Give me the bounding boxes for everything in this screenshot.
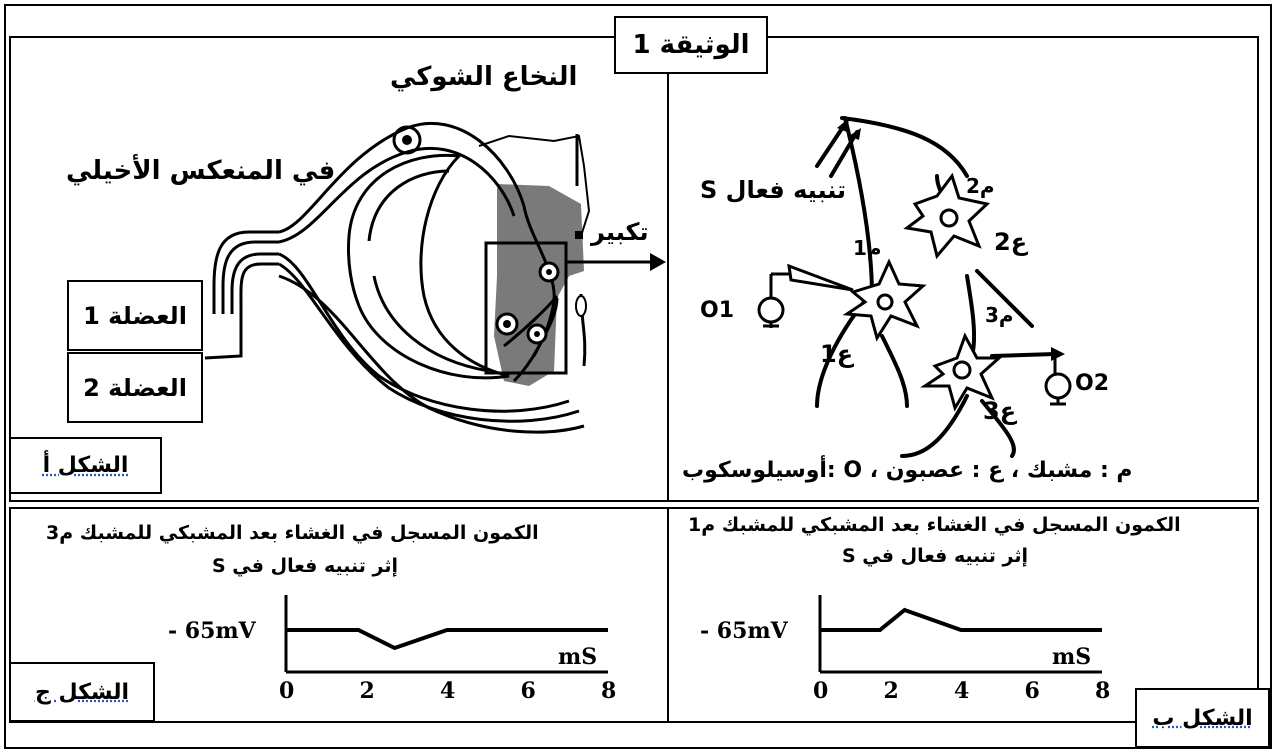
synapse-m3-label: م3 bbox=[985, 303, 1014, 327]
figure-b-title-line2: إثر تنبيه فعال في S bbox=[842, 545, 1028, 567]
figure-b-chart: - 65mV mS 0 2 4 6 8 bbox=[700, 595, 1110, 704]
chart-potential-line bbox=[820, 607, 1102, 632]
chart-x-tick-label: 8 bbox=[601, 678, 616, 704]
document-title: الوثيقة 1 bbox=[614, 16, 768, 74]
chart-x-tick-label: 8 bbox=[1095, 678, 1110, 704]
muscle-2-box: العضلة 2 bbox=[67, 352, 203, 423]
figure-b-label: الشكل ب bbox=[1135, 688, 1270, 748]
magnification-box bbox=[484, 241, 568, 375]
chart-x-tick-label: 0 bbox=[279, 678, 294, 704]
document-frame bbox=[4, 4, 1272, 749]
chart-x-unit: mS bbox=[558, 644, 597, 670]
neuron-2-label: ع2 bbox=[994, 228, 1028, 256]
oscilloscope-o1-label: O1 bbox=[700, 298, 735, 323]
chart-x-tick-label: 2 bbox=[884, 678, 899, 704]
oscilloscope-o2 bbox=[1044, 354, 1072, 406]
oscilloscope-o2-label: O2 bbox=[1075, 371, 1110, 396]
neuron-3-label: ع3 bbox=[983, 397, 1017, 425]
magnify-arrow-head bbox=[650, 253, 666, 271]
legend: م : مشبك ، ع : عصبون ، O :أوسيلوسكوب bbox=[682, 458, 1133, 483]
neural-circuit-diagram bbox=[757, 116, 1072, 458]
chart-x-tick-label: 6 bbox=[521, 678, 536, 704]
figure-c-label: الشكل ج bbox=[9, 662, 155, 722]
figure-c-title-line2: إثر تنبيه فعال في S bbox=[212, 555, 398, 577]
figure-a-right-panel bbox=[667, 36, 1259, 502]
muscle-1-box: العضلة 1 bbox=[67, 280, 203, 351]
stimulus-label: تنبيه فعال S bbox=[700, 176, 847, 204]
chart-x-tick-label: 2 bbox=[360, 678, 375, 704]
magnify-label: تكبير bbox=[591, 218, 649, 246]
figure-b-panel bbox=[667, 507, 1259, 723]
chart-x-tick-label: 4 bbox=[440, 678, 455, 704]
figure-c-title-line1: الكمون المسجل في الغشاء بعد المشبكي للمش… bbox=[46, 522, 539, 544]
reflex-label: في المنعكس الأخيلي bbox=[66, 156, 336, 186]
figure-a-label: الشكل أ bbox=[9, 437, 162, 494]
chart-ylabel: - 65mV bbox=[700, 618, 789, 644]
spinal-cord-label: النخاع الشوكي bbox=[390, 62, 578, 92]
synapse-m2-label: م2 bbox=[966, 174, 995, 198]
grey-matter bbox=[494, 184, 584, 386]
chart-potential-line bbox=[286, 628, 608, 651]
oscilloscope-o1 bbox=[757, 272, 791, 328]
chart-x-unit: mS bbox=[1052, 644, 1091, 670]
chart-ylabel: - 65mV bbox=[168, 618, 257, 644]
chart-x-tick-label: 6 bbox=[1025, 678, 1040, 704]
chart-x-tick-label: 0 bbox=[813, 678, 828, 704]
neuron-1-label: ع1 bbox=[820, 340, 854, 368]
figure-b-title-line1: الكمون المسجل في الغشاء بعد المشبكي للمش… bbox=[688, 514, 1181, 536]
spinal-cord-diagram bbox=[204, 121, 666, 434]
chart-x-tick-label: 4 bbox=[954, 678, 969, 704]
synapse-m1-label: م1 bbox=[853, 236, 882, 260]
figure-c-chart: - 65mV mS 0 2 4 6 8 bbox=[168, 595, 616, 704]
